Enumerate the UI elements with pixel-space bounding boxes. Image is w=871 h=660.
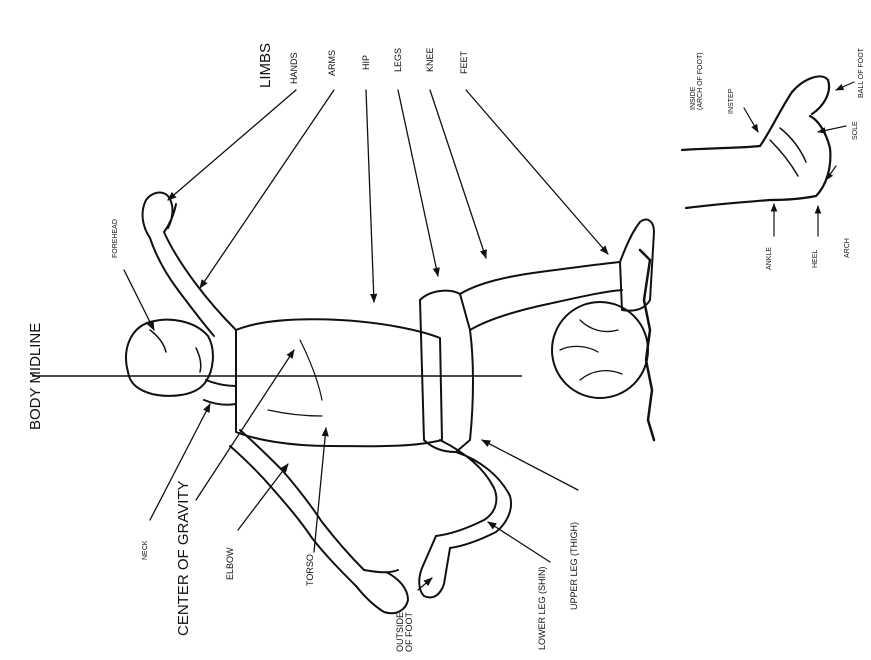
- lower-leg-arrow: [488, 522, 550, 562]
- hip-label: HIP: [362, 55, 371, 70]
- upper-leg-arrow: [482, 440, 578, 490]
- foot-sole-label: SOLE: [852, 121, 859, 140]
- foot-instep-label: INSTEP: [728, 89, 735, 114]
- center-of-gravity-label: CENTER OF GRAVITY: [176, 480, 191, 636]
- feet-arrow: [466, 90, 608, 254]
- forehead-label: FOREHEAD: [112, 219, 119, 258]
- neck-label: NECK: [142, 541, 149, 560]
- hands-label: HANDS: [290, 52, 299, 84]
- player-hand-raised: [143, 193, 176, 238]
- foot-arch-label: ARCH: [844, 238, 851, 258]
- arms-label: ARMS: [328, 50, 337, 76]
- player-hand-lower: [356, 570, 408, 613]
- upper-leg-label: UPPER LEG (THIGH): [570, 522, 579, 610]
- player-neck: [204, 380, 236, 405]
- arms-arrow: [200, 90, 334, 288]
- knee-arrow: [430, 90, 486, 258]
- lower-leg-label: LOWER LEG (SHIN): [538, 566, 547, 650]
- player-leg-raised: [460, 262, 622, 330]
- torso-label: TORSO: [306, 554, 315, 586]
- limbs-label: LIMBS: [258, 43, 273, 88]
- foot-detail-arrows: [744, 82, 854, 236]
- elbow-label: ELBOW: [226, 547, 235, 580]
- foot-ball-label: BALL OF FOOT: [858, 48, 865, 98]
- body-midline-label: BODY MIDLINE: [28, 323, 43, 430]
- soccer-ball: [552, 302, 648, 398]
- player-torso: [236, 319, 442, 446]
- foot-inside-label: INSIDE (ARCH OF FOOT): [690, 52, 705, 110]
- leader-lines: [124, 90, 608, 590]
- player-foot-standing: [419, 536, 450, 598]
- hands-arrow: [168, 90, 296, 200]
- hip-arrow: [366, 90, 374, 302]
- legs-arrow: [398, 90, 438, 276]
- foot-ankle-label: ANKLE: [766, 247, 773, 270]
- player-leg-standing: [436, 440, 511, 548]
- legs-label: LEGS: [394, 48, 403, 72]
- player-arm-lower: [230, 430, 364, 586]
- forehead-arrow: [124, 270, 154, 330]
- feet-label: FEET: [460, 51, 469, 74]
- outside-of-foot-label: OUTSIDE OF FOOT: [396, 612, 415, 652]
- knee-label: KNEE: [426, 47, 435, 72]
- foot-heel-label: HEEL: [812, 250, 819, 268]
- player-shorts: [420, 291, 473, 452]
